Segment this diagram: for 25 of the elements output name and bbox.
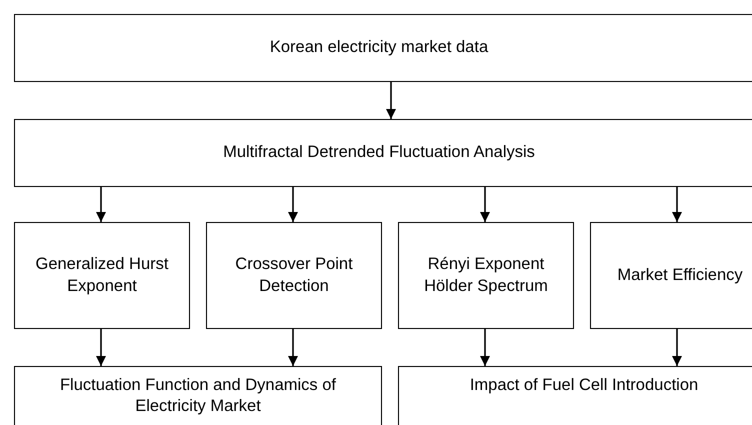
process-box (398, 366, 752, 425)
process-box (14, 366, 382, 425)
box-label: Fluctuation Function and Dynamics of Electricity Market (58, 375, 338, 418)
box-label: Rényi Exponent Hölder Spectrum (423, 254, 549, 296)
box-label: Korean electricity market data (268, 37, 490, 58)
arrow (288, 187, 298, 222)
arrow (672, 187, 682, 222)
process-box (206, 222, 382, 329)
arrow (96, 187, 106, 222)
box-label: Generalized Hurst Exponent (34, 254, 170, 296)
arrow (672, 329, 682, 366)
arrow (480, 329, 490, 366)
process-box (14, 222, 190, 329)
process-box (590, 222, 752, 329)
process-box (14, 119, 752, 187)
process-box (14, 14, 752, 82)
box-label: Multifractal Detrended Fluctuation Analysis (222, 142, 536, 164)
arrow (480, 187, 490, 222)
arrow (288, 329, 298, 366)
box-label: Market Efficiency (616, 264, 744, 286)
arrow (96, 329, 106, 366)
box-label: Crossover Point Detection (234, 254, 354, 296)
arrow (386, 82, 396, 119)
process-box (398, 222, 574, 329)
box-label: Impact of Fuel Cell Introduction (468, 375, 700, 396)
